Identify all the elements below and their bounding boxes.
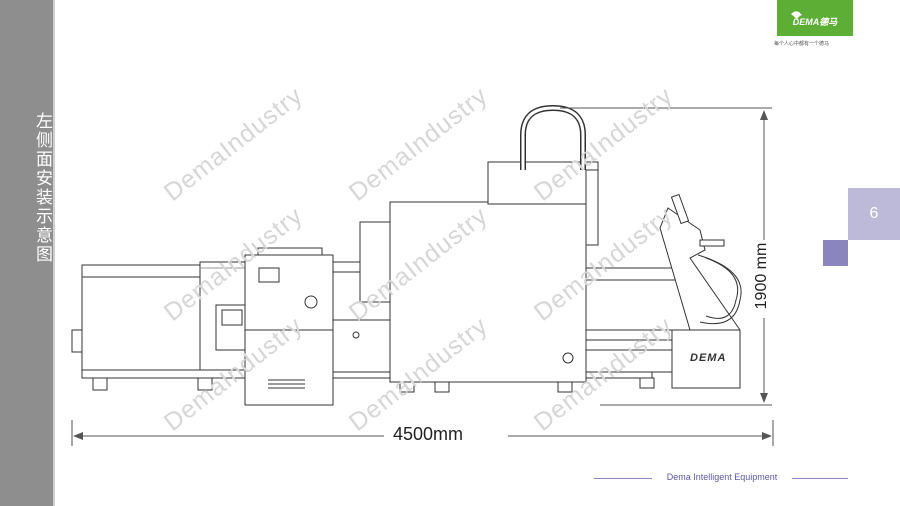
sidebar-edge — [53, 0, 55, 506]
page-number: 6 — [869, 205, 879, 222]
main-housing — [389, 201, 587, 383]
horse-icon — [791, 11, 802, 19]
logo-slogan: 每个人心中都有一个德马 — [774, 41, 830, 47]
page-title: 左侧面安装示意图 — [32, 112, 52, 264]
footer-text: Dema Intelligent Equipment — [666, 472, 778, 482]
logo-text: DEMA德马 — [792, 17, 838, 27]
page-accent-square — [823, 240, 848, 266]
width-dimension-label: 4500mm — [389, 424, 468, 445]
footer-line-left — [594, 478, 652, 479]
sidebar — [0, 0, 53, 506]
height-dimension-label: 1900 mm — [753, 242, 770, 310]
footer-line-right — [792, 478, 848, 479]
left-cabinet — [81, 264, 201, 376]
panel-label: DEMA — [690, 352, 727, 364]
page-number-box: 6 — [848, 188, 900, 240]
machine-drawing — [71, 104, 774, 446]
brand-logo: DEMA德马 — [777, 0, 853, 36]
